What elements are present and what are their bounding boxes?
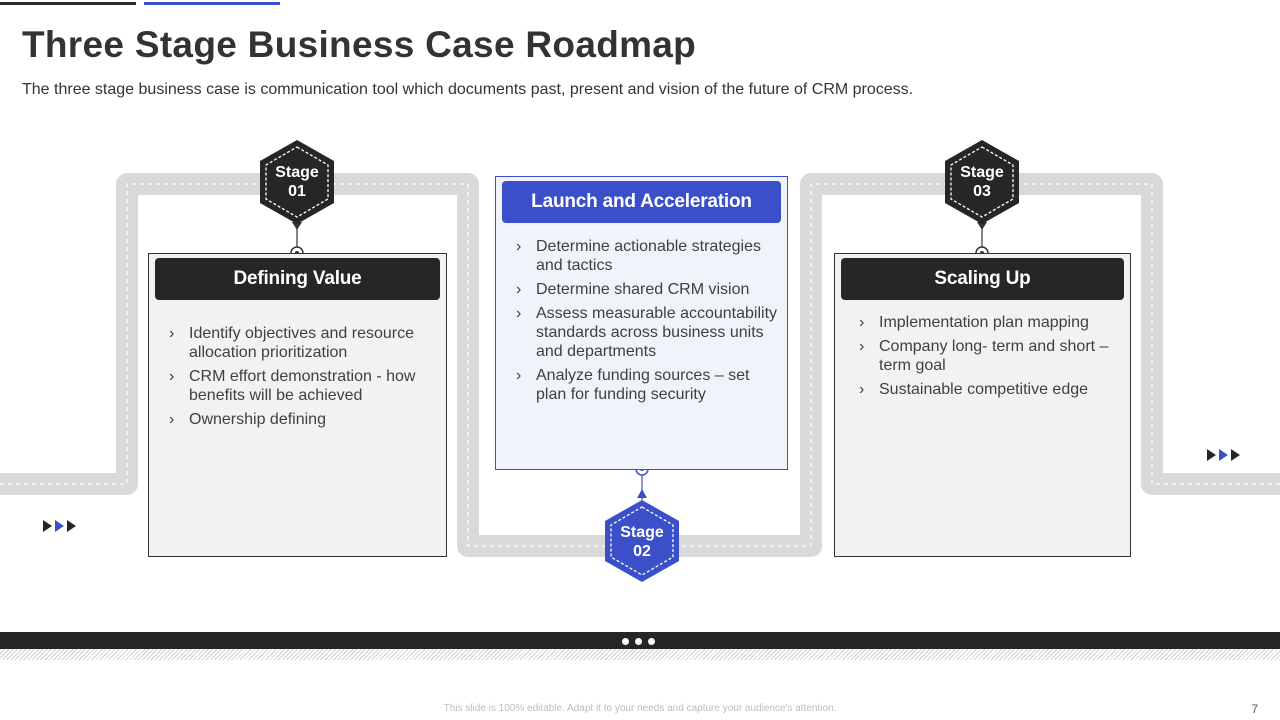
chevron-right-icon: › (169, 325, 175, 342)
chevron-right-icon: › (169, 411, 175, 428)
chevron-right-icon: › (516, 305, 522, 322)
footer-note: This slide is 100% editable. Adapt it to… (443, 703, 837, 714)
list-item: ›Determine shared CRM vision (516, 281, 750, 298)
top-accent-bar-dark (0, 2, 136, 5)
stage3-badge-word: Stage (960, 164, 1004, 181)
footer-hatch (0, 649, 1280, 660)
chevron-right-icon: › (859, 338, 865, 355)
list-item: ›Determine actionable strategies and tac… (516, 238, 762, 274)
list-item: ›Implementation plan mapping (859, 314, 1089, 331)
stage3-card: Scaling Up ›Implementation plan mapping … (834, 253, 1131, 557)
triple-arrow-icon (1207, 449, 1240, 461)
stage2-hexagon-icon (605, 500, 679, 582)
stage2-card: Launch and Acceleration ›Determine actio… (495, 176, 788, 470)
stage2-badge-number: 02 (633, 543, 651, 560)
top-accent-bar-blue (144, 2, 280, 5)
chevron-right-icon: › (859, 314, 865, 331)
stage3-connector-arrow (977, 222, 987, 230)
chevron-right-icon: › (859, 381, 865, 398)
stage2-badge-word: Stage (620, 524, 664, 541)
list-item: ›Assess measurable accountability standa… (516, 305, 778, 360)
stage3-hexagon-icon (945, 140, 1019, 224)
stage1-badge-number: 01 (288, 183, 306, 200)
stage1-badge: Stage 01 (267, 163, 327, 201)
triple-arrow-icon (43, 520, 76, 532)
page-number: 7 (1251, 702, 1258, 716)
chevron-right-icon: › (516, 367, 522, 384)
list-item: ›Company long- term and short – term goa… (859, 338, 1109, 374)
stage2-bullet-list: ›Determine actionable strategies and tac… (516, 237, 777, 409)
three-dots-icon (622, 638, 655, 645)
stage3-heading: Scaling Up (841, 258, 1124, 300)
list-item: ›Identify objectives and resource alloca… (169, 325, 415, 361)
list-item: ›Sustainable competitive edge (859, 381, 1089, 398)
stage3-badge: Stage 03 (952, 163, 1012, 201)
stage3-badge-number: 03 (973, 183, 991, 200)
chevron-right-icon: › (516, 238, 522, 255)
stage1-connector-arrow (292, 222, 302, 230)
page-subtitle: The three stage business case is communi… (22, 81, 914, 98)
stage1-heading: Defining Value (155, 258, 440, 300)
page-title: Three Stage Business Case Roadmap (22, 24, 697, 65)
stage2-heading: Launch and Acceleration (502, 181, 781, 223)
stage3-bullet-list: ›Implementation plan mapping ›Company lo… (859, 313, 1120, 404)
list-item: ›Ownership defining (169, 411, 326, 428)
stage1-bullet-list: ›Identify objectives and resource alloca… (169, 324, 436, 434)
stage1-badge-word: Stage (275, 164, 319, 181)
list-item: ›Analyze funding sources – set plan for … (516, 367, 750, 403)
stage1-card: Defining Value ›Identify objectives and … (148, 253, 447, 557)
stage2-badge: Stage 02 (612, 523, 672, 561)
list-item: ›CRM effort demonstration - how benefits… (169, 368, 416, 404)
stage2-connector-arrow (637, 489, 647, 498)
chevron-right-icon: › (169, 368, 175, 385)
stage1-hexagon-icon (260, 140, 334, 224)
chevron-right-icon: › (516, 281, 522, 298)
